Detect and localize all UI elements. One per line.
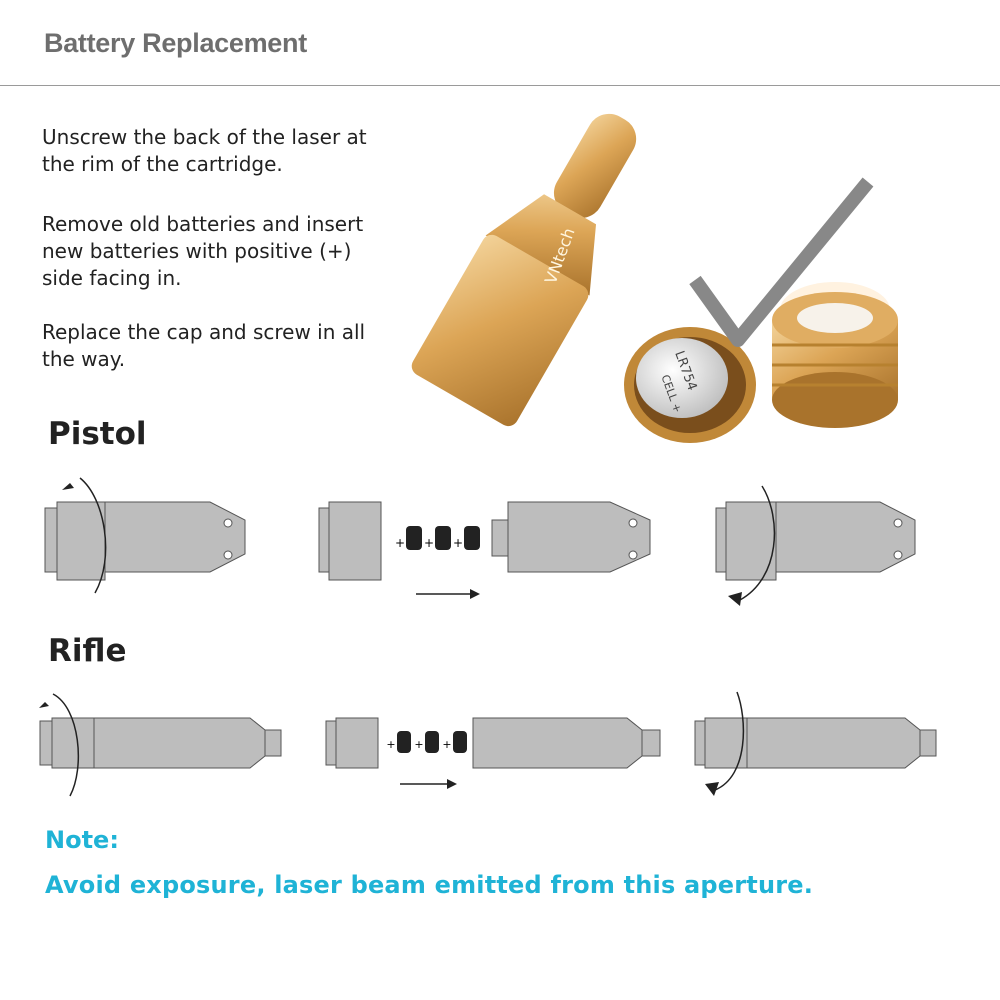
rifle-step-insert: + + + (325, 717, 661, 789)
instruction-step-1: Unscrew the back of the laser at the rim… (42, 124, 432, 178)
instruction-step-3: Replace the cap and screw in all the way… (42, 319, 432, 373)
rotate-arrow-icon (705, 691, 745, 796)
rotate-arrow-icon (39, 693, 80, 797)
svg-text:+: + (442, 738, 451, 751)
instruction-line: Unscrew the back of the laser at (42, 125, 367, 149)
svg-text:+: + (414, 738, 423, 751)
instruction-line: Remove old batteries and insert (42, 212, 364, 236)
section-title-pistol: Pistol (48, 416, 147, 452)
battery-icon: LR754 CELL + (636, 338, 728, 418)
laser-cartridge-photo: VNtech LR754 CELL + (411, 113, 898, 443)
pistol-diagram: + + + (44, 477, 916, 606)
instruction-line: the rim of the cartridge. (42, 152, 283, 176)
checkmark-icon (689, 177, 874, 347)
instruction-line: new batteries with positive (+) (42, 239, 352, 263)
page-title: Battery Replacement (44, 28, 307, 58)
rifle-step-screw-in (694, 691, 937, 796)
rotate-arrow-icon (728, 485, 776, 606)
svg-text:+: + (453, 536, 463, 550)
rifle-step-unscrew (39, 693, 282, 797)
pistol-step-screw-in (715, 485, 916, 606)
instruction-line: side facing in. (42, 266, 182, 290)
svg-text:+: + (386, 738, 395, 751)
rotate-arrow-icon (62, 477, 107, 594)
instruction-step-2: Remove old batteries and insert new batt… (42, 211, 432, 292)
header-divider (0, 85, 1000, 86)
svg-text:+: + (395, 536, 405, 550)
instruction-line: Replace the cap and screw in all (42, 320, 366, 344)
pistol-step-insert: + + + (318, 501, 651, 599)
end-cap (772, 282, 898, 428)
instruction-line: the way. (42, 347, 126, 371)
pistol-step-unscrew (44, 477, 246, 594)
note-label: Note: (45, 826, 119, 854)
svg-text:+: + (424, 536, 434, 550)
right-arrow-icon (416, 589, 480, 599)
note-text: Avoid exposure, laser beam emitted from … (45, 871, 814, 899)
rifle-diagram: + + + (39, 691, 937, 797)
section-title-rifle: Rifle (48, 633, 127, 669)
right-arrow-icon (400, 779, 457, 789)
